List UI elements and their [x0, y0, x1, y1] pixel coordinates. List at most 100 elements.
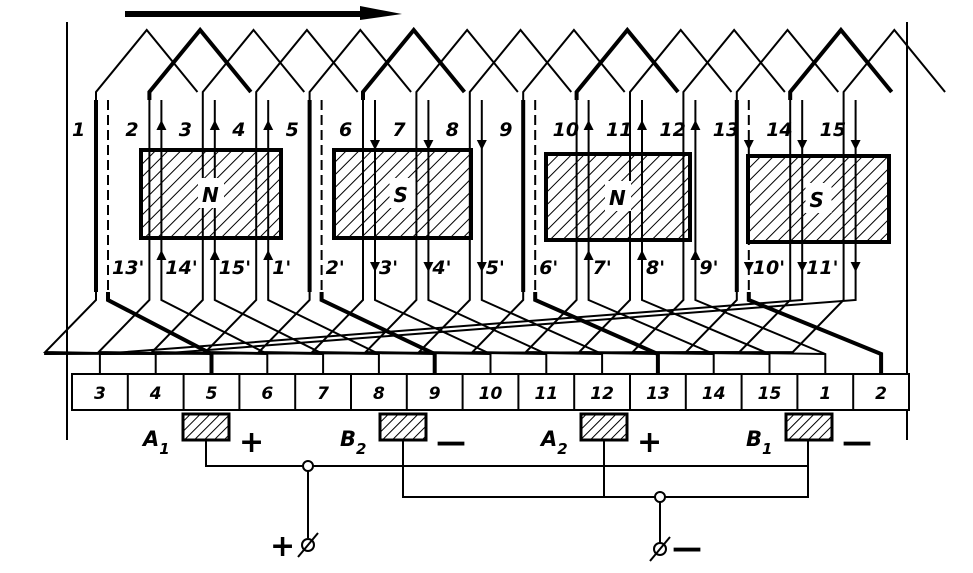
- current-arrow: [476, 140, 487, 150]
- end-connection-top: [415, 28, 519, 100]
- end-connection-bottom: [42, 292, 156, 355]
- end-connection-top: [468, 28, 573, 100]
- current-arrow: [263, 120, 274, 130]
- current-arrow: [743, 140, 754, 150]
- commutator-segment-label: 9: [429, 384, 441, 404]
- slot-label-top: 15: [820, 119, 846, 141]
- slot-label-bottom: 2': [326, 257, 345, 279]
- slot-label-bottom: 6': [539, 257, 558, 279]
- brush: [378, 412, 428, 442]
- slot-label-bottom: 10': [753, 257, 785, 279]
- brush-polarity: —: [436, 425, 466, 460]
- rotation-direction-arrow: [125, 6, 402, 20]
- pole-label: N: [609, 186, 626, 210]
- slot-label-top: 14: [766, 119, 792, 141]
- slot-label-top: 10: [553, 119, 579, 141]
- commutator-segment-label: 13: [646, 384, 670, 404]
- junction-positive: [302, 460, 314, 472]
- pole-label-backdrop: [805, 183, 832, 213]
- current-arrow: [423, 262, 434, 272]
- current-arrow: [743, 262, 754, 272]
- end-connection-top: [255, 28, 359, 100]
- current-arrow: [209, 120, 220, 130]
- commutator-segment-label: 4: [149, 384, 162, 404]
- brush: [784, 412, 834, 442]
- external-circuit: + —: [205, 440, 809, 566]
- current-arrow: [476, 262, 487, 272]
- commutator-segment-label: 2: [875, 384, 887, 404]
- slot-label-bottom: 3': [379, 257, 398, 279]
- brush-label: B2: [340, 427, 366, 458]
- end-connection-top: [361, 26, 467, 100]
- commutator-segment-label: 15: [758, 384, 782, 404]
- pole-label: S: [394, 183, 408, 207]
- commutator-segment-label: 8: [373, 384, 385, 404]
- end-connection-top: [308, 28, 412, 100]
- pole-s: [332, 148, 473, 240]
- slot-label-top: 1: [72, 119, 85, 141]
- slot-label-top: 4: [231, 119, 245, 141]
- pole-label-backdrop: [389, 178, 416, 208]
- current-arrow: [637, 120, 647, 130]
- end-connection-top: [95, 28, 199, 100]
- slot-label-top: 6: [339, 119, 352, 141]
- current-arrow: [850, 140, 861, 150]
- current-arrow: [370, 262, 380, 272]
- slot-label-top: 13: [713, 119, 739, 141]
- brush-polarity: +: [637, 425, 662, 460]
- current-arrow: [583, 120, 594, 130]
- slot-label-bottom: 1': [272, 257, 291, 279]
- commutator-segment-label: 14: [702, 384, 726, 404]
- slot-label-top: 8: [446, 119, 459, 141]
- current-arrow: [583, 250, 594, 260]
- brush-label: A2: [539, 427, 568, 458]
- pole-label-backdrop: [198, 178, 224, 208]
- end-connection-top: [682, 28, 786, 100]
- commutator-segment-label: 3: [94, 384, 106, 404]
- current-arrow: [797, 140, 808, 150]
- brush-polarity: +: [239, 425, 264, 460]
- end-connection-bottom: [480, 292, 604, 374]
- pole-label: S: [810, 188, 824, 212]
- current-arrow: [423, 140, 434, 150]
- brushes-group: A1+B2—A2+B1—: [141, 412, 872, 460]
- slot-label-bottom: 9': [699, 257, 718, 279]
- slot-label-bottom: 5': [486, 257, 505, 279]
- end-connection-bottom: [319, 292, 437, 374]
- end-connection-top: [842, 28, 946, 100]
- end-connection-bottom: [106, 292, 214, 374]
- brush: [579, 412, 629, 442]
- commutator-segment-label: 6: [261, 384, 273, 404]
- commutator-bar: [71, 373, 910, 411]
- commutator-segment-label: 11: [534, 384, 558, 404]
- end-connection-top: [629, 28, 733, 100]
- end-connection-bottom: [374, 292, 492, 374]
- slot-label-bottom: 13': [112, 257, 144, 279]
- brush-label: A1: [141, 427, 170, 458]
- slot-label-top: 9: [499, 119, 512, 141]
- end-connection-bottom: [587, 292, 715, 374]
- end-connection-top: [201, 28, 306, 100]
- current-arrow: [797, 262, 808, 272]
- slot-label-bottom: 7': [593, 257, 612, 279]
- brush: [181, 412, 231, 442]
- brush-label: B1: [746, 427, 772, 458]
- current-arrow: [209, 250, 220, 260]
- slot-label-bottom: 4': [431, 257, 451, 279]
- pole-n: [139, 148, 283, 240]
- slot-labels: 113'214'315'41'52'63'74'85'96'107'118'12…: [72, 119, 846, 279]
- end-connection-top: [522, 28, 626, 100]
- terminal-positive-label: +: [270, 529, 295, 564]
- commutator-segment-label: 7: [317, 384, 329, 404]
- slot-label-top: 2: [125, 119, 138, 141]
- end-connection-top: [788, 26, 894, 100]
- end-connection-bottom: [99, 292, 845, 355]
- end-connection-bottom: [213, 292, 325, 374]
- end-connection-bottom: [154, 292, 857, 374]
- current-arrow: [637, 250, 647, 260]
- pole-label-backdrop: [605, 181, 631, 211]
- end-connection-bottom: [641, 292, 771, 374]
- current-arrow: [263, 250, 274, 260]
